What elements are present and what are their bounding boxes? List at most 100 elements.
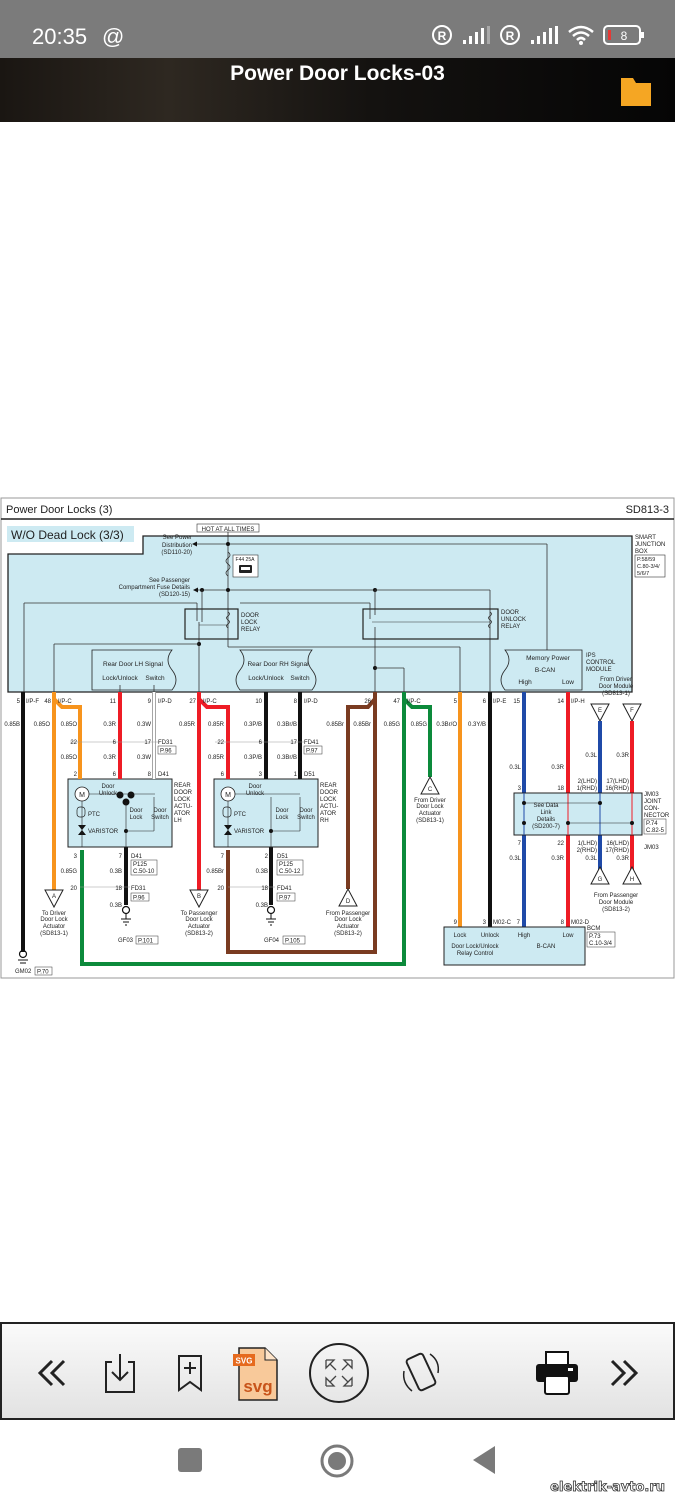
connector-b[interactable]: B To Passenger Door Lock Actuator (SD813… — [181, 889, 218, 937]
fullscreen-button[interactable] — [308, 1342, 370, 1404]
wire-label: 0.85O — [34, 722, 51, 728]
actuator-label: LOCK — [174, 797, 190, 803]
d41-pin: 7 — [119, 854, 123, 860]
wire-label: 0.3B — [256, 869, 268, 875]
door-unlock-label: Door — [101, 784, 114, 790]
door-unlock-relay — [362, 608, 499, 640]
door-switch-label: Door — [299, 808, 312, 814]
wire-label: 0.3L — [509, 856, 521, 862]
download-icon — [105, 1354, 135, 1393]
ground-icon — [266, 905, 276, 926]
joint-see-label: Details — [537, 817, 555, 823]
memory-power-label: Memory Power — [526, 655, 571, 662]
joint-pin: 16(RHD) — [605, 786, 629, 792]
bcm-pin: 9 — [454, 920, 458, 926]
bookmark-plus-icon — [178, 1355, 202, 1392]
bcm-high: High — [518, 933, 530, 939]
connector-desc: Door Lock — [416, 804, 444, 810]
ground-gm02-label: GM02 — [15, 969, 32, 975]
roaming-r-icon: R — [500, 25, 520, 45]
rotate-button[interactable] — [396, 1342, 446, 1404]
joint-pin: 22 — [557, 841, 564, 847]
at-sign-icon: @ — [102, 24, 125, 49]
d51-pin: 3 — [259, 772, 263, 778]
conn-label: I/P-C — [203, 699, 217, 705]
wire-label: 0.85R — [208, 755, 225, 761]
wire-0-85g-loop — [80, 692, 406, 966]
connector-letter: F — [630, 708, 634, 714]
home-circle-icon — [320, 1444, 354, 1478]
motor-label: M — [225, 792, 231, 799]
ground-icon — [121, 905, 131, 926]
connector-desc: Door Lock — [334, 917, 362, 923]
connector-letter: G — [598, 877, 603, 883]
connector-h[interactable]: H — [622, 865, 642, 885]
bcm-unlock: Unlock — [481, 933, 500, 939]
connector-e[interactable]: E — [590, 703, 610, 723]
joint-label: JOINT — [644, 799, 662, 805]
wire-label: 0.85O — [61, 755, 78, 761]
door-lock-relay-label1: DOOR — [241, 613, 260, 619]
connector-desc: From Driver — [414, 798, 446, 804]
d41-pin: 6 — [113, 772, 117, 778]
pass-fuse-line2: Compartment Fuse Details — [119, 585, 190, 591]
download-button[interactable] — [100, 1342, 140, 1404]
smart-junction-label1: SMART — [635, 535, 656, 541]
ips-module-label3: MODULE — [586, 667, 612, 673]
folder-icon — [621, 78, 651, 106]
roaming-r-icon: R — [432, 25, 452, 45]
conn-label: I/P-D — [304, 699, 318, 705]
connector-desc: Actuator — [419, 811, 441, 817]
conn-label: I/P-C — [407, 699, 421, 705]
d41-pin: 3 — [74, 854, 78, 860]
wire-labels-row1: 0.85B 0.85O 0.85O 0.3R 0.3W 0.85R 0.85R … — [4, 722, 486, 728]
home-button[interactable] — [320, 1444, 354, 1483]
folder-button[interactable] — [617, 74, 655, 110]
actuator-label: DOOR — [174, 790, 193, 796]
power-dist-line3: (SD110-20) — [161, 550, 192, 556]
wire-label: 0.3L — [509, 765, 521, 771]
recents-button[interactable] — [177, 1447, 203, 1478]
connector-c[interactable]: C From Driver Door Lock Actuator (SD813-… — [414, 775, 446, 824]
last-page-button[interactable] — [602, 1342, 646, 1404]
connector-d[interactable]: D From Passenger Door Lock Actuator (SD8… — [326, 887, 370, 937]
bcm-conn: M02-D — [571, 920, 590, 926]
d41-name: D41 — [158, 772, 170, 778]
actuator-label: LOCK — [320, 797, 336, 803]
signal-bars-icon — [463, 26, 490, 44]
signal-bars-icon — [531, 26, 558, 44]
ground-gf03-ref: P.101 — [138, 939, 154, 945]
ips-low-label: Low — [562, 679, 574, 686]
bookmark-add-button[interactable] — [170, 1342, 210, 1404]
door-unlock-relay-label3: RELAY — [501, 624, 520, 630]
pin-label: 20 — [217, 886, 224, 892]
back-triangle-icon — [473, 1446, 495, 1474]
d41-ref: C.50-10 — [133, 869, 155, 875]
print-button[interactable] — [532, 1342, 582, 1404]
smart-junction-ref2: C.80-3/4/ — [637, 564, 660, 570]
wire-group — [21, 692, 634, 966]
rear-rh-lock-unlock: Lock/Unlock — [248, 675, 284, 682]
wifi-icon — [568, 25, 594, 45]
connector-desc: (SD813-1) — [416, 818, 444, 824]
wire-label: 0.3P/B — [244, 722, 262, 728]
conn-label: I/P-D — [158, 699, 172, 705]
fd41-pin: 17 — [290, 740, 297, 746]
door-unlock-label: Door — [248, 784, 261, 790]
from-driver-module-label: (SD813-1) — [602, 691, 630, 697]
wiring-diagram[interactable]: Power Door Locks (3) SD813-3 W/O Dead Lo… — [0, 497, 675, 979]
connector-f[interactable]: F — [622, 703, 642, 723]
rear-lh-lock-unlock: Lock/Unlock — [102, 675, 138, 682]
rear-rh-switch: Switch — [290, 675, 310, 682]
back-button[interactable] — [471, 1445, 497, 1480]
connector-g[interactable]: G — [590, 865, 610, 885]
connector-a[interactable]: A To Driver Door Lock Actuator (SD813-1) — [40, 889, 69, 937]
bcm-pin: 8 — [561, 920, 565, 926]
d51-pin: 7 — [221, 854, 225, 860]
joint-see-label: Link — [540, 810, 552, 816]
first-page-button[interactable] — [30, 1342, 74, 1404]
bcm-lock: Lock — [454, 933, 468, 939]
connector-desc: From Passenger — [326, 911, 370, 917]
pass-fuse-line3: (SD120-15) — [159, 592, 190, 598]
